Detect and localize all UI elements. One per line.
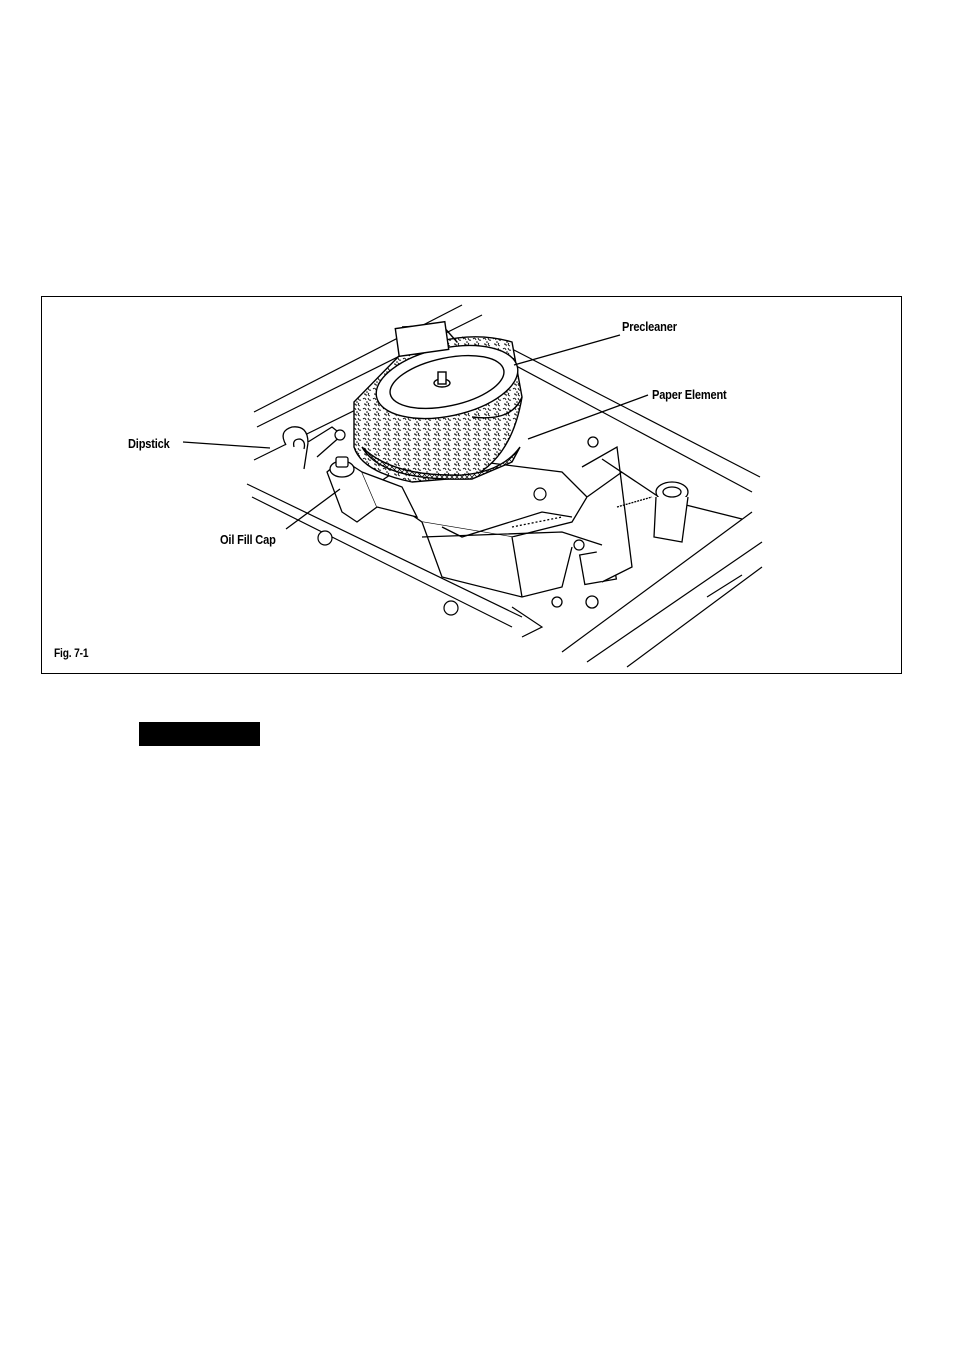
dipstick-tube <box>283 427 342 469</box>
figure-frame: Precleaner Paper Element Dipstick Oil Fi… <box>41 296 902 674</box>
dipstick-label: Dipstick <box>128 436 170 451</box>
precleaner-label: Precleaner <box>622 319 677 334</box>
oil-fill-cap-label: Oil Fill Cap <box>220 532 276 547</box>
figure-caption: Fig. 7-1 <box>54 646 88 660</box>
engine-compartment-illustration <box>42 297 903 675</box>
exhaust-pipe <box>654 482 688 542</box>
paper-element-label: Paper Element <box>652 387 727 402</box>
air-cleaner <box>354 322 524 482</box>
redaction-bar <box>139 722 260 746</box>
